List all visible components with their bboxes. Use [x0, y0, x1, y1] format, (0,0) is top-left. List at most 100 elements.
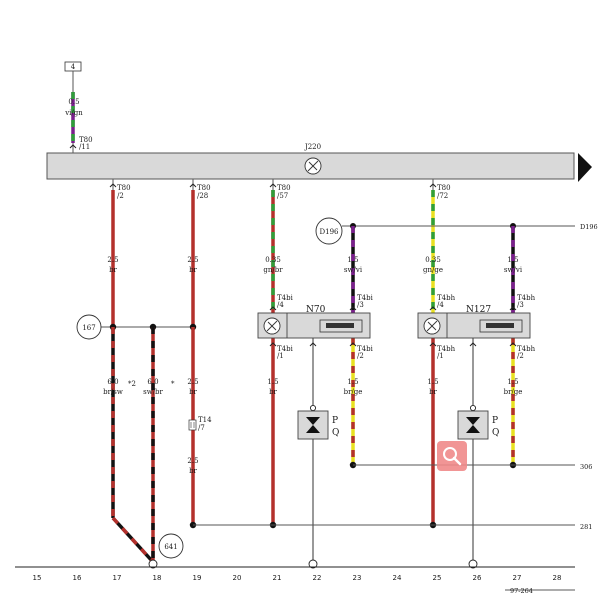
n127-pin-b: /3: [517, 301, 524, 309]
column-number-16: 16: [73, 574, 82, 582]
n70-link-pin-arrow-icon: [309, 342, 317, 347]
d196-reference: D196 D196: [315, 217, 598, 245]
n127-pin-c-conn: T4bh: [437, 345, 456, 353]
w1-size: 2.5: [107, 256, 118, 264]
column-number-25: 25: [433, 574, 442, 582]
w14-color: br/ge: [504, 388, 523, 396]
ecu-label: J220: [304, 143, 321, 151]
ground-point-18: [148, 559, 158, 569]
w1-pin: /2: [117, 192, 124, 200]
column-number-18: 18: [153, 574, 162, 582]
w14-size: 1.5: [507, 378, 518, 386]
connector-t14: T14 /7: [188, 416, 212, 432]
continue-arrow-icon: [578, 153, 592, 182]
n127-link-pin-arrow-icon: [469, 342, 477, 347]
w5-color: gn/ge: [423, 266, 443, 274]
top-wire-pin: /11: [79, 143, 90, 151]
actuator-2: P Q: [457, 410, 499, 440]
column-number-19: 19: [193, 574, 202, 582]
actuator-2-top-pin: [469, 404, 477, 412]
w4-pin-arrow-icon: [349, 306, 357, 311]
w10-size: 2.5: [187, 457, 198, 465]
w8-size: 6.0: [147, 378, 158, 386]
w5-pin: /72: [437, 192, 448, 200]
w13-pin-arrow-icon: [429, 342, 437, 347]
n127-label: N127: [466, 305, 491, 315]
w14-pin-arrow-icon: [509, 342, 517, 347]
ground-point-22: [308, 559, 318, 569]
ref-circle-641: 641: [158, 533, 184, 559]
component-n127: N127 T4bh /4 T4bh /3 T4bh /1 T4bh /2: [417, 294, 536, 360]
n70-pin-d-conn: T4bi: [357, 345, 374, 353]
n70-coil-icon: [319, 319, 363, 333]
w2-color: br: [189, 266, 197, 274]
zoom-button[interactable]: [437, 441, 467, 471]
actuator-1-top-pin: [309, 404, 317, 412]
w10-color: br: [189, 467, 197, 475]
ref-circle-167: 167: [76, 314, 102, 340]
column-number-17: 17: [113, 574, 122, 582]
w7-color: br/sw: [103, 388, 123, 396]
n70-label: N70: [306, 305, 326, 315]
w5-size: 0.35: [425, 256, 441, 264]
w8-note: *: [171, 380, 175, 388]
w3-pin-arrow-icon: [269, 183, 277, 188]
n70-pin-d: /2: [357, 352, 364, 360]
w7-diag-stripe: [111, 516, 155, 564]
n70-pin-a-conn: T4bi: [277, 294, 294, 302]
top-wire-color: vi/gn: [64, 109, 83, 117]
n127-pin-a: /4: [437, 301, 444, 309]
w11-color: br: [269, 388, 277, 396]
n127-coil-icon: [479, 319, 523, 333]
w9-color: br: [189, 388, 197, 396]
w11-size: 1.5: [267, 378, 278, 386]
actuator-1: P Q: [297, 410, 339, 440]
w12-size: 1.5: [347, 378, 358, 386]
actuator-1-valve-icon: [306, 417, 320, 425]
w5-pin-arrow-icon-2: [429, 306, 437, 311]
n127-pin-d: /2: [517, 352, 524, 360]
w9-size: 2.5: [187, 378, 198, 386]
t14-connector: T14: [198, 416, 212, 424]
w2-pin: /28: [197, 192, 208, 200]
w3-color: gn/br: [263, 266, 283, 274]
w2-size: 2.5: [187, 256, 198, 264]
column-number-21: 21: [273, 574, 282, 582]
n127-pin-a-conn: T4bh: [437, 294, 456, 302]
ref-281: 281: [580, 523, 592, 531]
connector-box-label: 4: [71, 63, 76, 71]
w2-connector: T80: [197, 184, 211, 192]
top-wire-pin-arrow-icon: [69, 144, 77, 149]
column-number-24: 24: [393, 574, 402, 582]
footer-code: 97-264: [510, 587, 533, 593]
column-number-22: 22: [313, 574, 322, 582]
n70-pin-c: /1: [277, 352, 284, 360]
actuator-1-p: P: [332, 416, 338, 426]
c167-label: 167: [82, 324, 95, 332]
t14-pin: /7: [198, 424, 205, 432]
w7-size: 6.0: [107, 378, 118, 386]
w11-pin-arrow-icon: [269, 342, 277, 347]
n70-pin-a: /4: [277, 301, 284, 309]
n70-pin-b-conn: T4bi: [357, 294, 374, 302]
n127-pin-d-conn: T4bh: [517, 345, 536, 353]
n70-pin-c-conn: T4bi: [277, 345, 294, 353]
w3-size: 0.35: [265, 256, 281, 264]
d196-circle-label: D196: [320, 228, 340, 236]
wire-layer: [69, 71, 575, 569]
w1-connector: T80: [117, 184, 131, 192]
n127-pin-b-conn: T4bh: [517, 294, 536, 302]
w5-pin-arrow-icon: [429, 183, 437, 188]
top-wire-connector: T80: [79, 136, 93, 144]
w5-connector: T80: [437, 184, 451, 192]
w12-pin-arrow-icon: [349, 342, 357, 347]
ground-point-26: [468, 559, 478, 569]
w2-pin-arrow-icon: [189, 183, 197, 188]
actuator-2-p: P: [492, 416, 498, 426]
w3-connector: T80: [277, 184, 291, 192]
column-number-28: 28: [553, 574, 562, 582]
w7-note: *2: [128, 380, 136, 388]
ref-306: 306: [580, 463, 592, 471]
